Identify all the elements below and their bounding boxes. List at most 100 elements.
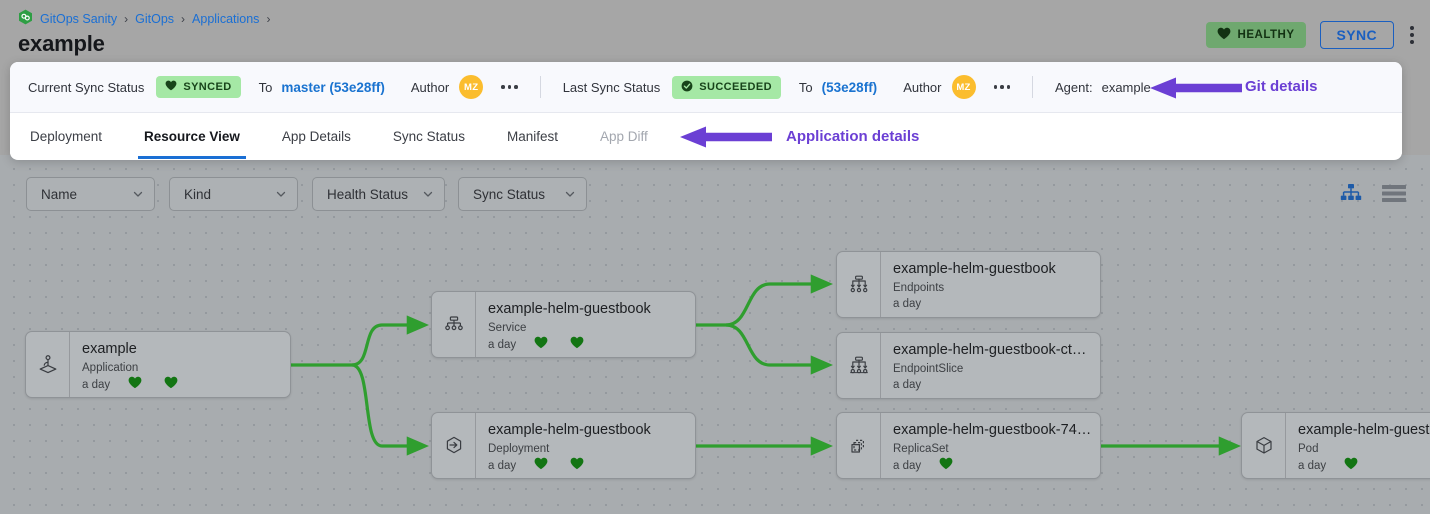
tree-view-icon[interactable] [1340, 183, 1362, 208]
breadcrumb-item-gitops[interactable]: GitOps [135, 12, 175, 26]
node-age: a day [893, 379, 922, 391]
filter-sync-status-label: Sync Status [473, 186, 546, 202]
header-actions: HEALTHY SYNC [1205, 21, 1416, 49]
last-revision-link[interactable]: (53e28ff) [821, 79, 878, 95]
node-meta: a day [893, 296, 1090, 312]
filter-sync-status-dropdown[interactable]: Sync Status [458, 177, 587, 211]
breadcrumb-separator: › [181, 12, 186, 26]
heart-icon [1217, 27, 1231, 43]
filter-name-label: Name [41, 186, 78, 202]
sync-heart-icon[interactable] [570, 336, 584, 353]
more-options-icon[interactable] [993, 85, 1010, 89]
breadcrumb-separator: › [124, 12, 129, 26]
sync-button[interactable]: SYNC [1319, 21, 1394, 49]
check-circle-icon [681, 80, 693, 95]
graph-node-application[interactable]: example Application a day [25, 331, 291, 398]
tab-label: Resource View [144, 128, 240, 144]
chevron-down-icon [275, 188, 287, 200]
tab-app-details[interactable]: App Details [280, 113, 353, 159]
avatar[interactable]: MZ [951, 75, 976, 99]
breadcrumb: GitOps Sanity › GitOps › Applications › [18, 9, 271, 30]
agent-value: example [1101, 79, 1151, 95]
tab-app-diff[interactable]: App Diff [598, 113, 650, 159]
node-age: a day [82, 378, 111, 391]
to-label-last: To [798, 79, 813, 95]
health-heart-icon[interactable] [1344, 457, 1358, 474]
health-heart-icon[interactable] [128, 376, 142, 393]
node-age: a day [893, 459, 922, 472]
pod-icon [1242, 413, 1286, 478]
health-heart-icon[interactable] [534, 336, 548, 353]
page-title: example [18, 31, 105, 56]
sync-heart-icon[interactable] [570, 457, 584, 474]
tab-label: App Details [281, 128, 351, 144]
node-kind: Deployment [488, 443, 550, 455]
tab-sync-status[interactable]: Sync Status [391, 113, 467, 159]
breadcrumb-item-gitops-sanity[interactable]: GitOps Sanity [40, 12, 118, 26]
annotation-label-application-details: Application details [786, 128, 920, 145]
graph-node-pod[interactable]: example-helm-guest Pod a day [1241, 412, 1430, 479]
annotation-label-git-details: Git details [1245, 78, 1318, 95]
divider [539, 76, 541, 98]
node-kind: Application [82, 362, 139, 374]
breadcrumb-separator: › [266, 12, 271, 26]
avatar[interactable]: MZ [459, 75, 484, 99]
to-label-current: To [258, 79, 273, 95]
current-sync-status-label: Current Sync Status [28, 79, 145, 95]
more-options-icon[interactable] [501, 85, 518, 89]
tab-deployment[interactable]: Deployment [28, 113, 104, 159]
current-sync-status-badge-label: SYNCED [183, 81, 232, 93]
filter-name-dropdown[interactable]: Name [26, 177, 155, 211]
health-status-label: HEALTHY [1237, 29, 1295, 41]
current-revision-link[interactable]: master (53e28ff) [281, 79, 385, 95]
deployment-icon [432, 413, 476, 478]
application-icon [26, 332, 70, 397]
node-meta: a day [893, 377, 1090, 393]
node-kind: Service [488, 322, 527, 334]
last-sync-status-label: Last Sync Status [562, 79, 661, 95]
heart-icon [165, 80, 177, 94]
health-heart-icon[interactable] [939, 457, 953, 474]
node-age: a day [1298, 459, 1327, 472]
node-age: a day [488, 459, 517, 472]
node-title: example-helm-guestbook [893, 261, 1056, 277]
health-status-badge[interactable]: HEALTHY [1205, 22, 1306, 48]
filter-health-status-dropdown[interactable]: Health Status [312, 177, 445, 211]
node-kind: ReplicaSet [893, 443, 949, 455]
endpoints-icon [837, 252, 881, 317]
health-heart-icon[interactable] [534, 457, 548, 474]
tab-label: Sync Status [392, 128, 465, 144]
last-sync-status-badge-label: SUCCEEDED [699, 81, 772, 93]
resource-graph-canvas[interactable] [0, 155, 1430, 514]
node-title: example-helm-guestbook [488, 301, 651, 317]
tab-resource-view[interactable]: Resource View [138, 113, 246, 159]
graph-node-deployment[interactable]: example-helm-guestbook Deployment a day [431, 412, 696, 479]
node-age: a day [893, 298, 922, 310]
node-title: example-helm-guest [1298, 422, 1430, 438]
more-options-icon[interactable] [1408, 24, 1416, 46]
service-icon [432, 292, 476, 357]
node-title: example-helm-guestbook-74… [893, 422, 1090, 438]
node-kind: Endpoints [893, 282, 945, 294]
sync-heart-icon[interactable] [164, 376, 178, 393]
node-title: example [82, 341, 137, 357]
chevron-down-icon [564, 188, 576, 200]
graph-node-replicaset[interactable]: example-helm-guestbook-74… ReplicaSet a … [836, 412, 1101, 479]
node-kind: EndpointSlice [893, 363, 964, 375]
tab-label: App Diff [599, 128, 648, 144]
tab-manifest[interactable]: Manifest [505, 113, 560, 159]
gitops-hex-logo-icon [18, 9, 33, 30]
graph-node-endpointslice[interactable]: example-helm-guestbook-ct… EndpointSlice… [836, 332, 1101, 399]
filter-kind-label: Kind [184, 186, 212, 202]
breadcrumb-item-applications[interactable]: Applications [192, 12, 260, 26]
tab-label: Manifest [506, 128, 558, 144]
filter-kind-dropdown[interactable]: Kind [169, 177, 298, 211]
graph-node-endpoints[interactable]: example-helm-guestbook Endpoints a day [836, 251, 1101, 318]
current-sync-status-badge[interactable]: SYNCED [156, 76, 241, 98]
node-meta: a day [488, 336, 685, 353]
graph-node-service[interactable]: example-helm-guestbook Service a day [431, 291, 696, 358]
list-view-icon[interactable] [1382, 184, 1406, 208]
filter-health-status-label: Health Status [327, 186, 409, 202]
last-sync-status-badge[interactable]: SUCCEEDED [672, 75, 781, 99]
